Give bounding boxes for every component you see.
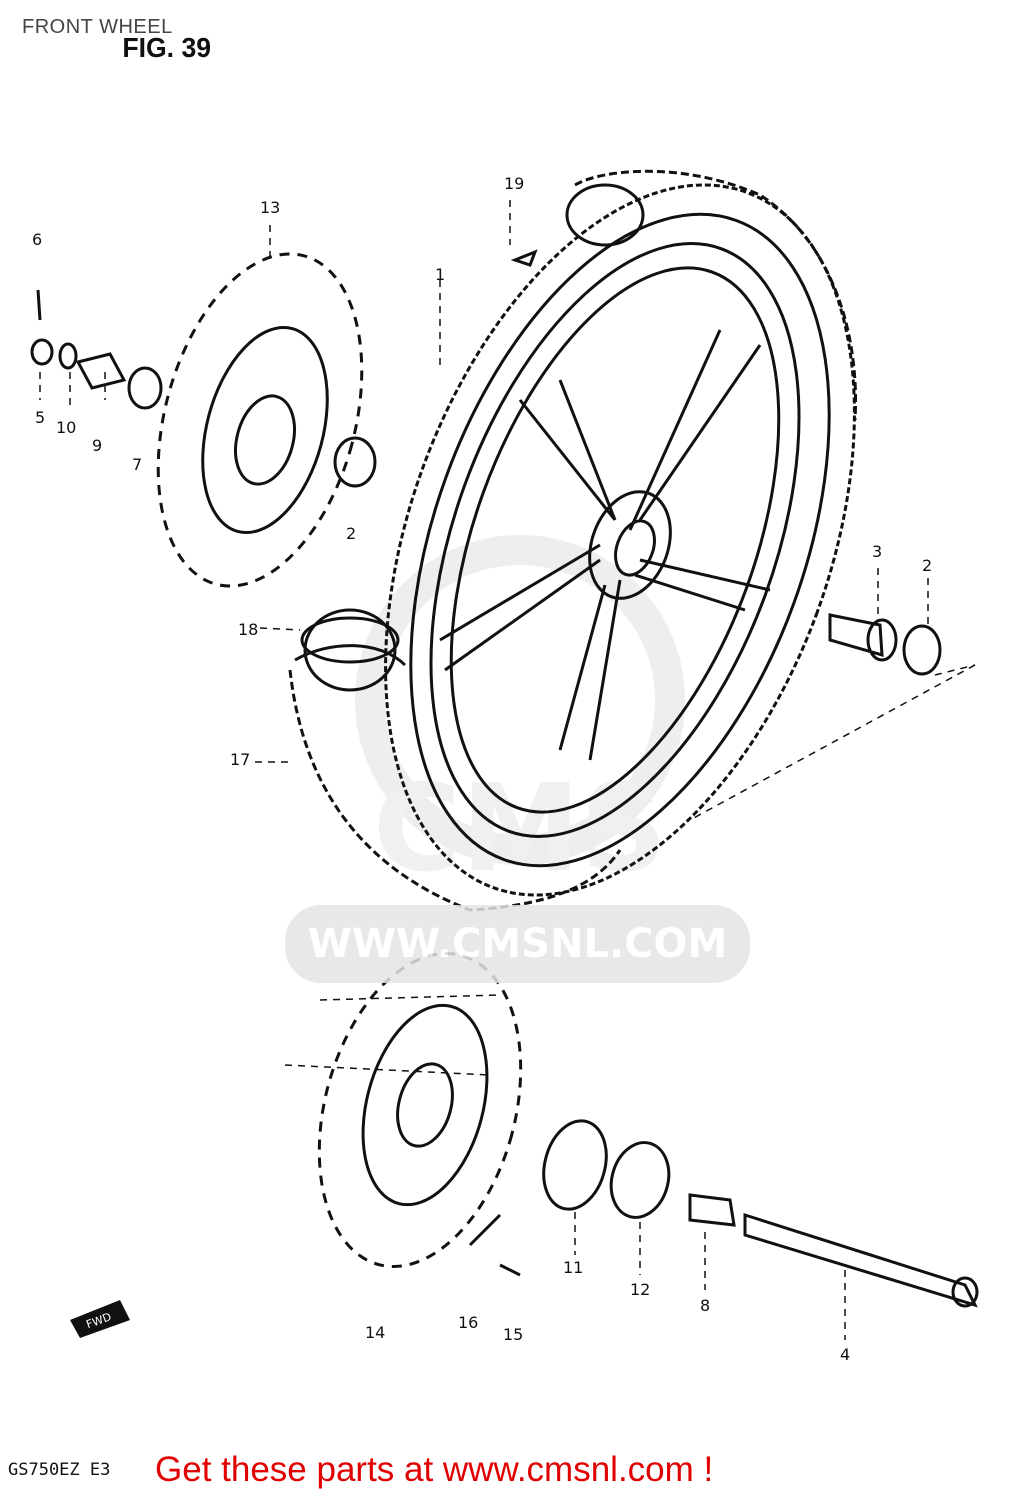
callout-19: 19 [504,174,525,193]
page-title: FRONT WHEEL [22,16,173,38]
watermark-url: WWW.CMSNL.COM [285,905,750,983]
callout-6: 6 [32,230,43,249]
callout-12: 12 [630,1280,651,1299]
leader-lines [39,200,976,1340]
callout-11: 11 [563,1258,584,1277]
callout-7: 7 [132,455,143,474]
figure-label: FIG. 39 [122,32,212,63]
forward-direction-arrow: FWD [70,1300,130,1338]
callout-5: 5 [35,408,46,427]
callout-4: 4 [840,1345,851,1364]
callout-10: 10 [56,418,77,437]
callout-14: 14 [365,1323,386,1342]
callout-3: 3 [872,542,883,561]
callout-2-right: 2 [922,556,933,575]
watermark-logo: CMS [355,535,685,899]
tyre-section [288,169,858,912]
callout-16: 16 [458,1313,479,1332]
callout-2-upper: 2 [346,524,357,543]
callout-13: 13 [260,198,281,217]
callout-15: 15 [503,1325,524,1344]
callout-18: 18 [238,620,259,639]
model-code: GS750EZ E3 [8,1460,111,1480]
hardware-parts [30,249,979,1308]
callout-8: 8 [700,1296,711,1315]
brake-disc-left [156,252,364,588]
svg-text:CMS: CMS [373,760,667,899]
brake-disc-right [317,952,523,1268]
footer-link[interactable]: Get these parts at www.cmsnl.com ! [155,1450,714,1489]
callout-1: 1 [435,265,446,284]
callout-9: 9 [92,436,103,455]
callout-17: 17 [230,750,251,769]
front-wheel-rim [384,183,856,897]
